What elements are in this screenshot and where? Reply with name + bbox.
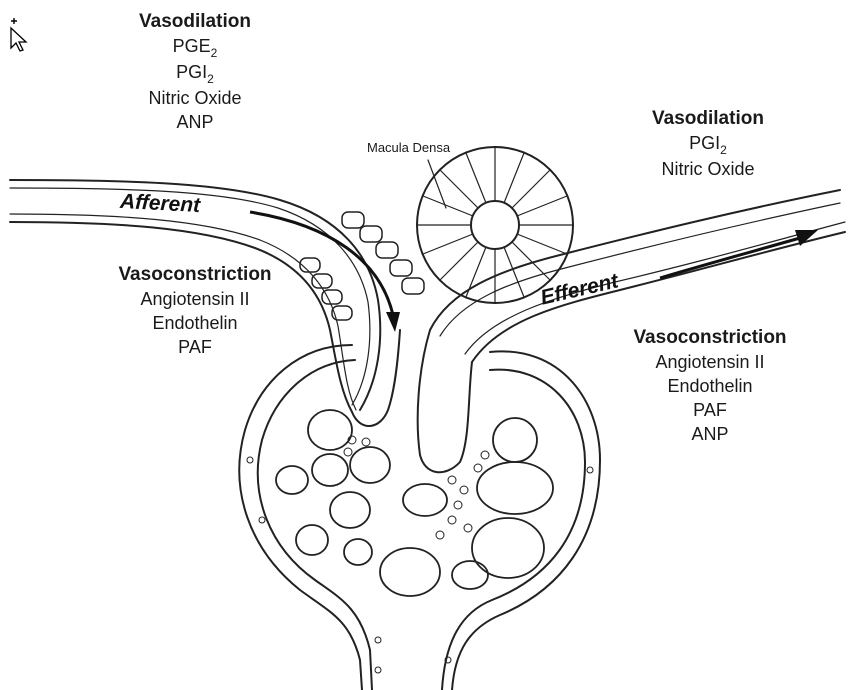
efferent-vasodilation-item-name: Nitric Oxide	[661, 159, 754, 179]
afferent-vasodilation-heading: Vasodilation	[100, 10, 290, 34]
capillary-cell-nuclei	[247, 436, 593, 673]
efferent-vasoconstriction-item-name: Angiotensin II	[655, 352, 764, 372]
bowmans-capsule-outer	[239, 345, 362, 690]
afferent-vasoconstriction-item: Angiotensin II	[90, 287, 300, 311]
efferent-vasoconstriction-item-name: ANP	[691, 424, 728, 444]
afferent-vasodilation-item-name: Nitric Oxide	[148, 88, 241, 108]
afferent-vasodilation-item-subscript: 2	[207, 72, 214, 86]
efferent-vasoconstriction-item: PAF	[605, 398, 815, 422]
efferent-vasodilation-item: PGI2	[613, 131, 803, 157]
mouse-pointer-icon	[8, 16, 32, 52]
afferent-vasodilation-item-subscript: 2	[211, 46, 218, 60]
afferent-vasodilation-item-name: PGI	[176, 62, 207, 82]
afferent-vasodilation-item-name: PGE	[173, 36, 211, 56]
afferent-vasodilation-item: PGI2	[100, 60, 290, 86]
efferent-lumen-line	[440, 203, 840, 336]
efferent-vasoconstriction-item-name: Endothelin	[667, 376, 752, 396]
efferent-vasoconstriction-heading: Vasoconstriction	[605, 326, 815, 350]
afferent-vasoconstriction-item: PAF	[90, 335, 300, 359]
efferent-arteriole-upper-wall	[430, 190, 840, 330]
efferent-vasodilation-item-name: PGI	[689, 133, 720, 153]
efferent-vasoconstriction-item: Angiotensin II	[605, 350, 815, 374]
afferent-vasoconstriction-item-name: PAF	[178, 337, 212, 357]
macula-densa-cells	[417, 147, 573, 303]
bowmans-capsule-outer-right	[452, 351, 600, 690]
efferent-vasoconstriction-item: ANP	[605, 422, 815, 446]
efferent-capillary-wall	[418, 330, 472, 472]
afferent-vasoconstriction-heading: Vasoconstriction	[90, 263, 300, 287]
afferent-vasodilation-item: PGE2	[100, 34, 290, 60]
afferent-capillary-loop	[352, 330, 400, 426]
efferent-vasoconstriction-item: Endothelin	[605, 374, 815, 398]
afferent-vasoconstriction-item: Endothelin	[90, 311, 300, 335]
afferent-vasodilation-item-name: ANP	[176, 112, 213, 132]
efferent-vasodilation-heading: Vasodilation	[613, 107, 803, 131]
efferent-vasodilation-item: Nitric Oxide	[613, 157, 803, 181]
efferent-vasodilation-item-subscript: 2	[720, 143, 727, 157]
afferent-vasoconstriction-item-name: Endothelin	[152, 313, 237, 333]
afferent-label: Afferent	[119, 190, 200, 218]
glomerular-capillaries	[276, 410, 553, 596]
afferent-vasodilation-item: ANP	[100, 110, 290, 134]
afferent-vasoconstriction-item-name: Angiotensin II	[140, 289, 249, 309]
efferent-flow-arrow	[660, 230, 818, 278]
afferent-vasodilation-item: Nitric Oxide	[100, 86, 290, 110]
efferent-vasoconstriction-item-name: PAF	[693, 400, 727, 420]
macula-densa-label: Macula Densa	[367, 140, 450, 155]
